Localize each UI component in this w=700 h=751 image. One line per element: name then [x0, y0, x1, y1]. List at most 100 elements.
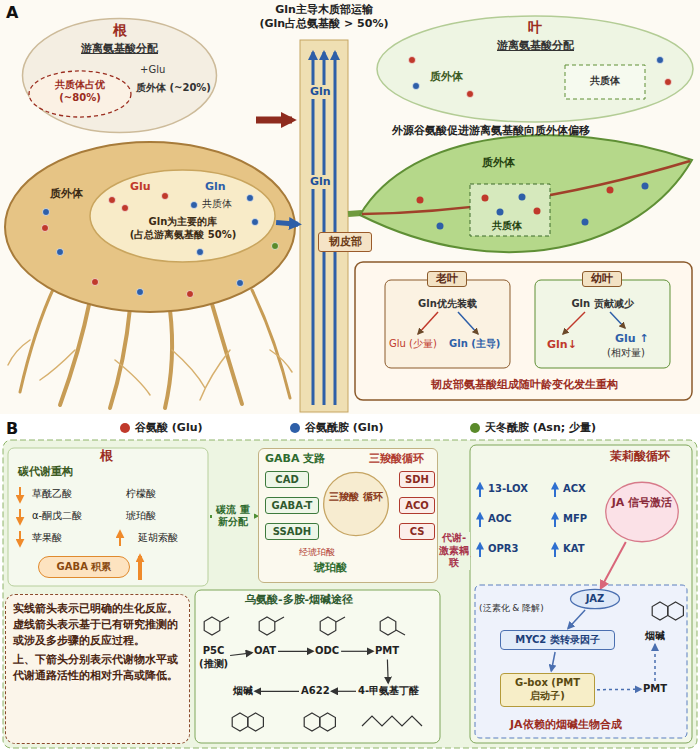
text-slot: ACX — [563, 483, 586, 496]
node-text: 琥珀酸 — [126, 510, 156, 523]
illustration-part — [362, 716, 422, 726]
panel-b-ground — [3, 440, 697, 748]
illustration-part — [377, 16, 693, 122]
illustration-part — [535, 280, 670, 368]
illustration-part — [8, 340, 292, 400]
node-box: 乌氨酸-多胺-烟碱途径P5C(推测)OATODCPMT4-甲氨基丁醛A622烟碱 — [195, 590, 440, 743]
stem — [256, 40, 348, 412]
node-text: 苹果酸 — [32, 532, 62, 545]
node-box: 叶游离氨基酸分配质外体共质体 — [375, 15, 695, 123]
illustration-part — [42, 225, 49, 232]
text-slot: Gln↓ — [547, 338, 577, 352]
text-slot: α-酮戊二酸 — [32, 510, 82, 523]
node-box: 韧皮部 — [318, 232, 372, 252]
text-slot: JA依赖的烟碱生物合成 — [510, 718, 622, 732]
node-text: G-box (PMT 启动子) — [501, 674, 594, 702]
structure-icons — [204, 602, 683, 731]
illustration-part — [195, 590, 440, 743]
illustration-part — [470, 445, 692, 743]
text-slot: 质外体 — [482, 156, 515, 170]
node-text: 共质体占优 (~80%) — [28, 70, 132, 104]
node-text: CAD — [266, 472, 308, 487]
node-text: PMT — [643, 683, 667, 696]
illustration-part — [5, 142, 295, 312]
illustration-part — [110, 308, 130, 408]
text-slot: 琥珀酸 — [126, 510, 156, 523]
illustration-part — [92, 279, 99, 286]
leaf — [348, 135, 692, 252]
node-text: 质外体 — [430, 70, 463, 84]
illustration-part — [197, 249, 204, 256]
illustration-part — [565, 65, 645, 99]
illustration-part — [470, 184, 550, 236]
edge-label-slot: 碳流 重新分配 — [212, 504, 254, 529]
text-slot: MFP — [563, 513, 587, 526]
node-text: Gln (主导) — [449, 338, 500, 351]
illustration-part — [20, 285, 55, 392]
text-slot: AOC — [488, 513, 512, 526]
free-label: A — [6, 3, 18, 23]
node-text: 叶 — [525, 19, 545, 37]
node-text: 13-LOX — [488, 483, 528, 496]
illustration-part — [256, 117, 292, 124]
connector — [255, 691, 299, 692]
node-text: 根 — [100, 448, 113, 464]
illustration-part — [162, 193, 169, 200]
illustration-part — [304, 713, 320, 731]
text-slot: Gln — [308, 175, 333, 189]
text-slot: 柠檬酸 — [126, 488, 156, 501]
ellipse-shape — [571, 589, 620, 608]
node-text: 质外体 — [482, 156, 515, 170]
text-slot: OPR3 — [488, 543, 519, 556]
node-text: 延胡索酸 — [138, 532, 178, 545]
illustration-part — [409, 57, 416, 64]
illustration-part — [665, 79, 672, 86]
text-slot: Gln 贡献减少 — [543, 298, 662, 311]
illustration-part — [479, 514, 481, 527]
node-box: 三羧酸 循环 — [323, 471, 389, 537]
legend-item: 谷氨酸 (Glu) — [120, 421, 203, 435]
node-box: JAZ — [570, 589, 620, 609]
node-box: 老叶Gln优先装载Glu (少量)Gln (主导) — [385, 280, 510, 368]
node-text: Gln — [308, 85, 333, 99]
illustration-part — [554, 514, 556, 527]
node-text: 共质体 — [492, 220, 522, 233]
legend-text: 天冬酰胺 (Asn; 少量) — [485, 421, 596, 435]
label-slot: Gln主导木质部运输 (Gln占总氨基酸 > 50%) — [249, 3, 399, 31]
illustration-part — [187, 291, 194, 298]
connector — [276, 223, 298, 225]
node-text: 经琥珀酸 — [299, 547, 335, 558]
label-slot: 外源谷氨酸促进游离氨基酸向质外体偏移 — [392, 124, 590, 138]
text-slot: Gln为主要的库 (占总游离氨基酸 50%) — [122, 216, 244, 241]
illustration-part — [19, 531, 21, 545]
legend-item: 天冬酰胺 (Asn; 少量) — [470, 421, 596, 435]
node-text: Gln 贡献减少 — [543, 298, 662, 311]
illustration-part — [312, 52, 315, 405]
node-text: 草酰乙酸 — [32, 488, 72, 501]
text-slot: 经琥珀酸 — [299, 547, 335, 558]
text-slot: 13-LOX — [488, 483, 528, 496]
label-slot: B — [6, 419, 18, 439]
legend-swatch — [470, 423, 480, 433]
illustration-part — [458, 312, 478, 334]
node-text: JA依赖的烟碱生物合成 — [510, 718, 622, 732]
node-box: SDH — [399, 471, 435, 488]
illustration-part — [320, 617, 336, 635]
node-text: ACO — [400, 498, 434, 513]
text-slot: 质外体 — [50, 187, 83, 201]
node-box: JA 信号激活 — [605, 481, 679, 543]
root-body — [5, 142, 295, 312]
illustration-part — [232, 713, 248, 731]
node-text: 三羧酸循环 — [369, 452, 424, 466]
illustration-part — [360, 135, 692, 252]
legend-text: 谷氨酸 (Glu) — [135, 421, 203, 435]
node-text: 烟碱 — [233, 685, 253, 698]
node-text: 烟碱 — [645, 630, 665, 643]
text-slot: 苹果酸 — [32, 532, 62, 545]
illustration-part — [90, 170, 275, 262]
node-box: (泛素化 & 降解)JA依赖的烟碱生物合成JAZMYC2 类转录因子G-box … — [475, 585, 687, 738]
node-text: GABA-T — [266, 498, 318, 513]
illustration-part — [563, 312, 585, 334]
node-box: PMT — [375, 645, 399, 658]
node-box: 幼叶Gln 贡献减少Gln↓Glu ↑(相对量) — [535, 280, 670, 368]
